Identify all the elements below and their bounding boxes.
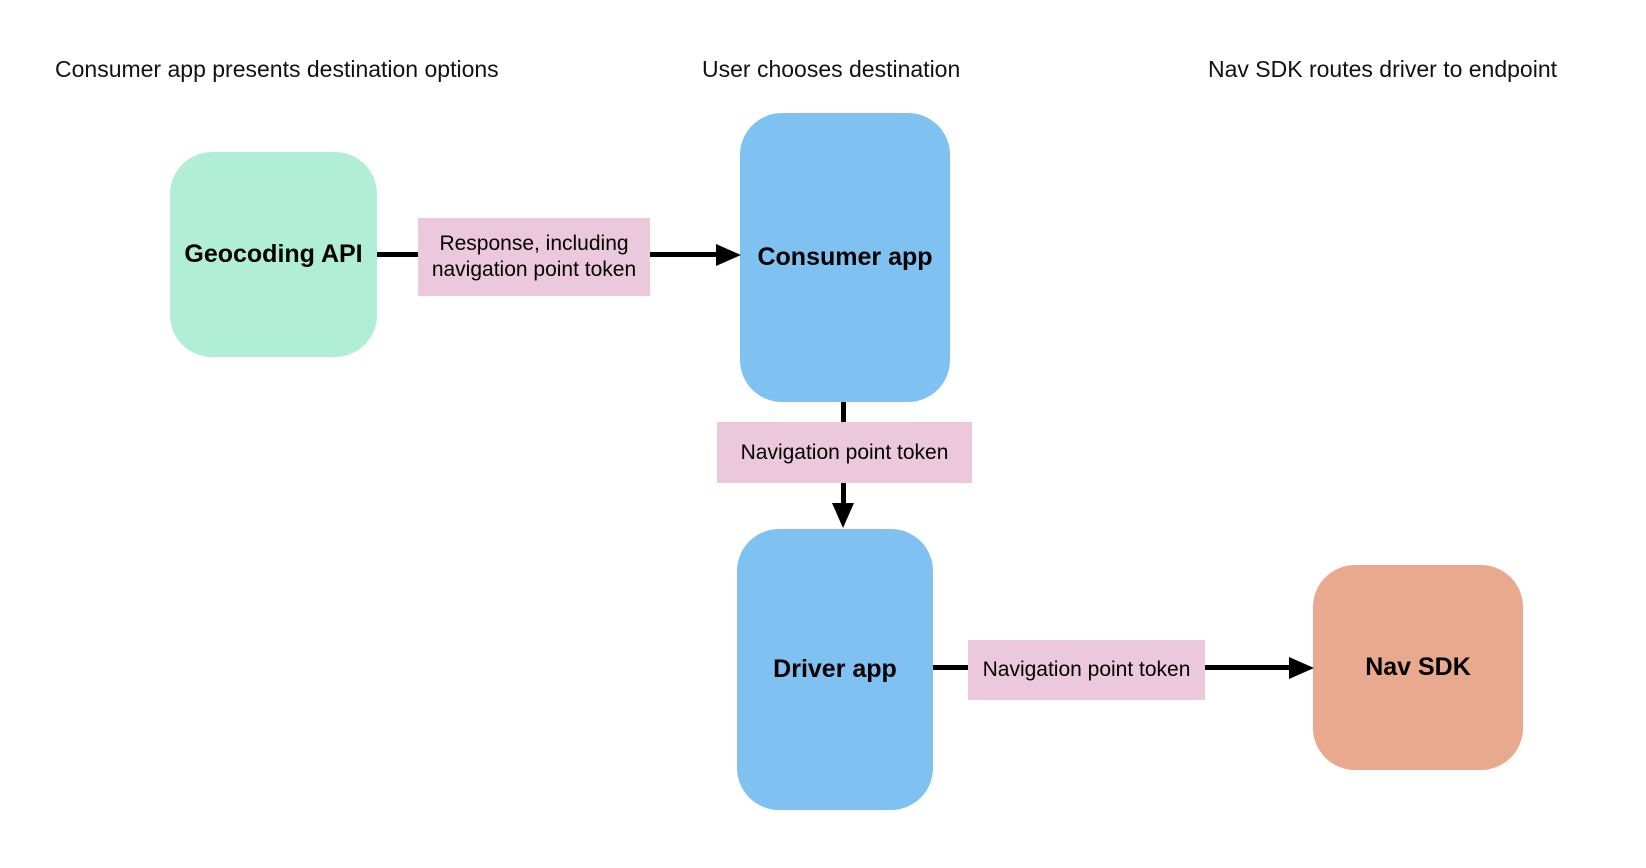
arrowhead-right-icon xyxy=(716,244,741,266)
node-label: Driver app xyxy=(773,655,897,683)
arrowhead-down-icon xyxy=(832,503,854,528)
edge-label-navigation-token-2: Navigation point token xyxy=(968,640,1205,700)
stage-caption-navsdk-routes: Nav SDK routes driver to endpoint xyxy=(1208,56,1558,82)
node-consumer-app: Consumer app xyxy=(740,113,950,402)
stage-caption-consumer-presents: Consumer app presents destination option… xyxy=(55,56,499,82)
edge-label-navigation-token-1: Navigation point token xyxy=(717,422,972,483)
node-label: Geocoding API xyxy=(184,240,363,268)
node-nav-sdk: Nav SDK xyxy=(1313,565,1523,770)
node-label: Consumer app xyxy=(757,243,933,271)
stage-caption-user-chooses: User chooses destination xyxy=(702,56,961,82)
node-geocoding-api: Geocoding API xyxy=(170,152,377,357)
arrowhead-right-icon xyxy=(1289,657,1314,679)
edge-label-response-token: Response, including navigation point tok… xyxy=(418,218,650,296)
node-driver-app: Driver app xyxy=(737,529,933,810)
node-label: Nav SDK xyxy=(1365,653,1471,681)
